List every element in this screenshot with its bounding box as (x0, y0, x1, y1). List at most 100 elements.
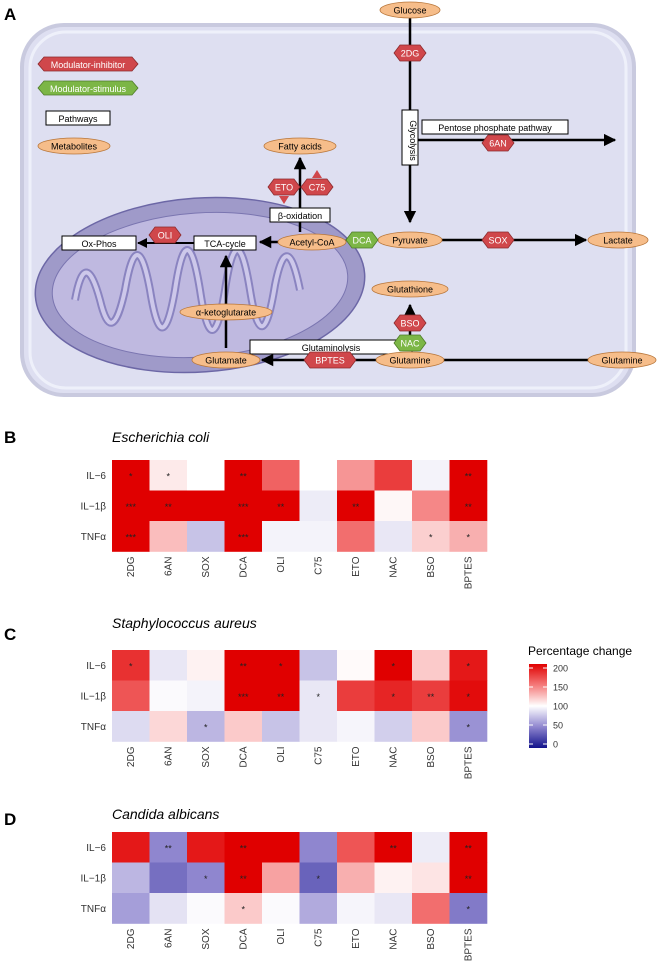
significance-marker: * (466, 532, 470, 542)
heatmap-column-label: 6AN (163, 929, 174, 948)
panel-a-metabolic-diagram: A Modulator-inhibitor Modulator-stimulus (4, 1, 657, 397)
glutamine-out-label: Glutamine (601, 356, 642, 366)
heatmap-cell (187, 650, 225, 681)
heatmap-row-label: IL−1β (81, 873, 107, 884)
heatmap-cell (149, 680, 188, 712)
modulator-c75: C75 (300, 170, 334, 196)
modulator-nac-label: NAC (400, 339, 420, 349)
panel-d-letter: D (4, 810, 16, 829)
significance-marker: * (466, 661, 470, 671)
heatmap-cell (299, 711, 338, 742)
heatmap-cell (412, 680, 450, 712)
glutamate-label: Glutamate (205, 356, 247, 366)
significance-marker: * (391, 661, 395, 671)
heatmap-column-label: 2DG (126, 928, 137, 949)
heatmap-column-label: BPTES (463, 556, 474, 589)
heatmap-cell (299, 893, 338, 924)
legend-inhibitor: Modulator-inhibitor (37, 56, 139, 72)
heatmap-title: Staphylococcus aureus (112, 615, 257, 631)
heatmap-cell (112, 521, 150, 552)
legend-pathways: Pathways (45, 110, 111, 126)
heatmap-row-label: TNFα (81, 722, 106, 733)
heatmap-row-label: IL−6 (86, 843, 106, 854)
heatmap-cell (262, 862, 300, 894)
heatmap-cell (149, 711, 188, 742)
metabolite-pyruvate: Pyruvate (377, 231, 443, 249)
heatmap-cell (112, 711, 150, 742)
heatmap-cell (412, 832, 450, 863)
heatmap-cell (149, 460, 188, 491)
heatmap-cell (299, 650, 338, 681)
significance-marker: * (391, 692, 395, 702)
significance-marker: * (279, 661, 283, 671)
heatmap-cell (337, 893, 375, 924)
heatmap-cell (262, 680, 300, 712)
heatmap-column-label: SOX (201, 746, 212, 767)
heatmap-cell (112, 832, 150, 863)
modulator-2dg-label: 2DG (401, 49, 420, 59)
heatmap-cell (337, 521, 375, 552)
heatmap-cell (224, 893, 263, 924)
beta-ox-label: β-oxidation (278, 211, 322, 221)
significance-marker: ** (465, 471, 473, 481)
heatmap-panels: B Escherichia coli IL−6******IL−1β******… (4, 428, 632, 961)
metabolite-glucose: Glucose (379, 1, 441, 19)
heatmap-cell (337, 490, 375, 522)
heatmap-cell (187, 521, 225, 552)
cell-inner-highlight (28, 30, 628, 390)
significance-marker: ** (465, 502, 473, 512)
modulator-eto: ETO (267, 178, 301, 204)
significance-marker: * (316, 692, 320, 702)
metabolite-akg: α-ketoglutarate (179, 303, 273, 321)
heatmap-cell (112, 490, 150, 522)
significance-marker: ** (427, 692, 435, 702)
heatmap-column-label: SOX (201, 556, 212, 577)
pathway-ppp: Pentose phosphate pathway (421, 119, 569, 135)
significance-marker: ** (240, 661, 248, 671)
heatmap-cell (374, 680, 413, 712)
heatmap-cell (337, 460, 375, 491)
metabolite-glutamine-intracellular: Glutamine (375, 351, 445, 369)
heatmap-cell (337, 650, 375, 681)
heatmap-cell (374, 711, 413, 742)
heatmap-cell (449, 490, 488, 522)
legend-tick-label: 100 (553, 702, 568, 712)
heatmap-cell (299, 490, 338, 522)
heatmap-cell (112, 893, 150, 924)
metabolite-fatty-acids: Fatty acids (263, 137, 337, 155)
heatmap-cell (262, 460, 300, 491)
significance-marker: ** (165, 502, 173, 512)
glucose-label: Glucose (393, 6, 426, 16)
heatmap-column-label: C75 (313, 556, 324, 575)
metabolite-lactate: Lactate (587, 231, 649, 249)
heatmap-cell (187, 893, 225, 924)
glutaminolysis-label: Glutaminolysis (302, 343, 361, 353)
heatmap-escherichia-coli: B Escherichia coli IL−6******IL−1β******… (4, 428, 488, 589)
heatmap-column-label: ETO (351, 928, 362, 949)
heatmap-row-label: IL−6 (86, 471, 106, 482)
modulator-dca: DCA (345, 231, 379, 249)
heatmap-cell (374, 490, 413, 522)
heatmap-cell (374, 460, 413, 491)
glutamine-in-label: Glutamine (389, 356, 430, 366)
heatmap-cell (337, 711, 375, 742)
heatmap-cell (262, 832, 300, 863)
heatmap-cell (112, 460, 150, 491)
significance-marker: ** (277, 692, 285, 702)
heatmap-cell (449, 650, 488, 681)
heatmap-cell (299, 460, 338, 491)
heatmap-column-label: SOX (201, 928, 212, 949)
heatmap-cell (187, 862, 225, 894)
heatmap-cell (412, 490, 450, 522)
heatmap-row-label: IL−6 (86, 661, 106, 672)
heatmap-cell (299, 680, 338, 712)
modulator-eto-label: ETO (275, 183, 293, 193)
legend-stimulus-label: Modulator-stimulus (50, 84, 127, 94)
heatmap-cell (224, 862, 263, 894)
modulator-6an-label: 6AN (489, 139, 507, 149)
pathway-glycolysis: Glycolysis (401, 109, 419, 166)
heatmap-cell (262, 711, 300, 742)
modulator-bptes: BPTES (303, 351, 357, 369)
legend-stimulus: Modulator-stimulus (37, 80, 139, 96)
legend-tick-label: 200 (553, 664, 568, 674)
